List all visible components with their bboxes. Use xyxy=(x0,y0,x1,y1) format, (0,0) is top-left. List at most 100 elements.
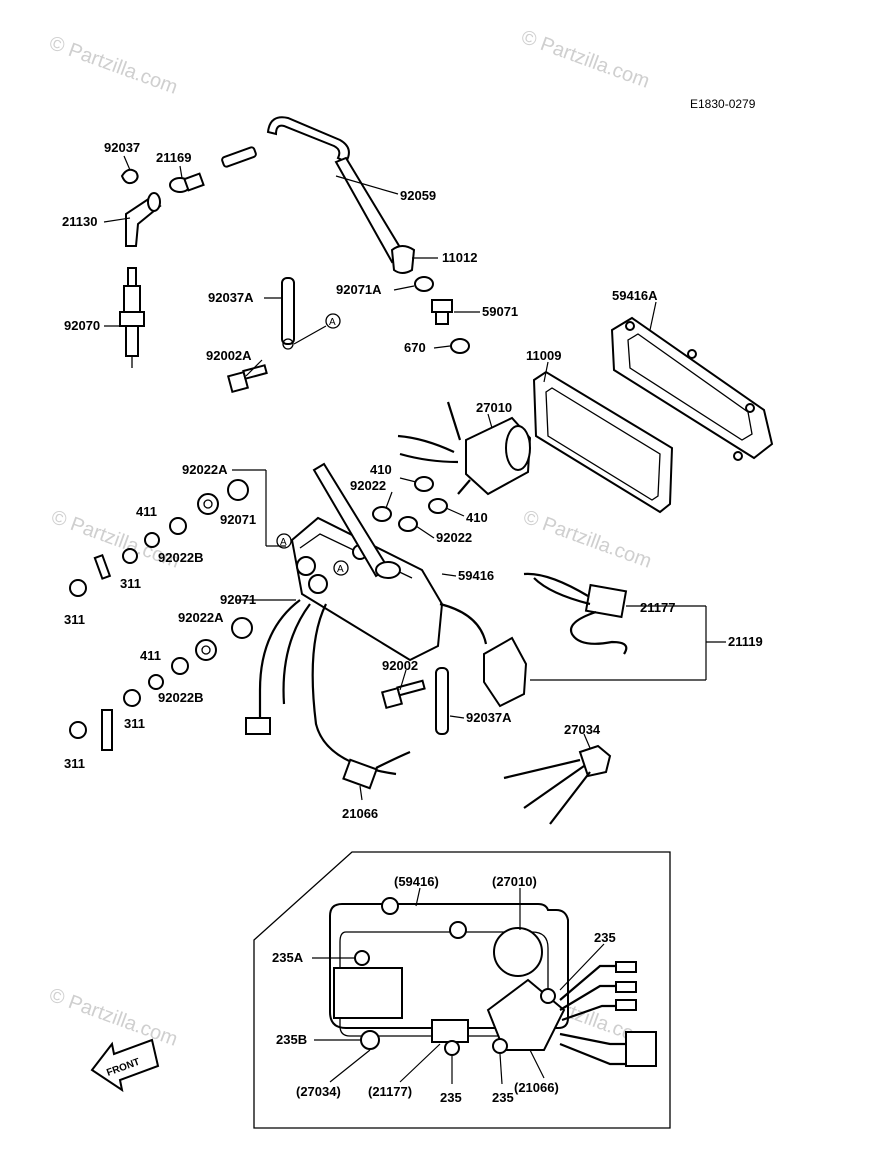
label-11012: 11012 xyxy=(442,250,477,265)
spark-plug-92070 xyxy=(119,267,145,368)
nut-92022A-mid xyxy=(195,639,217,661)
inset-label-21066: (21066) xyxy=(514,1080,559,1095)
bracket-92037A-top xyxy=(281,277,295,350)
coil-21119 xyxy=(439,602,528,708)
label-92037A-top: 92037A xyxy=(208,290,254,305)
watermark-top-left: © Partzilla.com xyxy=(46,32,180,99)
label-311-a: 311 xyxy=(64,612,85,627)
label-92022A-top: 92022A xyxy=(182,462,228,477)
nut-92022A-top xyxy=(197,493,219,515)
part-labels: 92037 21169 21130 92059 11012 92071A 590… xyxy=(62,140,763,821)
label-92071A: 92071A xyxy=(336,282,382,297)
label-92037: 92037 xyxy=(104,140,140,155)
grommet-11012 xyxy=(390,245,416,274)
terminal-21169 xyxy=(169,172,205,193)
label-59416A: 59416A xyxy=(612,288,658,303)
washer-92022-top xyxy=(372,506,392,522)
callout-a-right: A xyxy=(333,560,349,576)
callout-a-left-letter: A xyxy=(280,537,287,548)
diagram-code: E1830-0279 xyxy=(690,97,756,111)
cover-59416A xyxy=(610,316,774,461)
grommet-92071-mid xyxy=(231,617,253,639)
label-59416: 59416 xyxy=(458,568,494,583)
harness-21066 xyxy=(245,599,411,790)
callout-a-left: A xyxy=(276,533,292,549)
bracket-92037A-bottom xyxy=(435,667,449,735)
plug-cap-21130 xyxy=(125,192,162,247)
label-92022B-mid: 92022B xyxy=(158,690,204,705)
bolt-92002 xyxy=(380,679,426,710)
label-92002: 92002 xyxy=(382,658,418,673)
fitting-59071 xyxy=(431,299,453,325)
inset-label-235B: 235B xyxy=(276,1032,307,1047)
callout-a-top: A xyxy=(325,313,341,329)
label-311-b: 311 xyxy=(120,576,141,591)
label-92071-top: 92071 xyxy=(220,512,256,527)
label-11009: 11009 xyxy=(526,348,561,363)
callout-a-top-letter: A xyxy=(329,317,336,328)
label-21130: 21130 xyxy=(62,214,97,229)
washer-410-mid xyxy=(428,498,448,514)
inset-label-21177: (21177) xyxy=(368,1084,412,1099)
ignition-box-59416 xyxy=(290,462,444,662)
label-27034: 27034 xyxy=(564,722,601,737)
inset-label-235-mid: 235 xyxy=(440,1090,462,1105)
label-21066: 21066 xyxy=(342,806,378,821)
terminal-311-d xyxy=(69,709,113,751)
washer-411-top xyxy=(144,532,160,548)
label-410-top: 410 xyxy=(370,462,392,477)
label-311-c: 311 xyxy=(124,716,145,731)
label-670: 670 xyxy=(404,340,426,355)
nut-311-c xyxy=(123,689,141,707)
label-92022-mid: 92022 xyxy=(436,530,472,545)
washer-92022B-top xyxy=(169,517,187,535)
inset-label-235A: 235A xyxy=(272,950,304,965)
solenoid-27010 xyxy=(397,401,532,496)
label-311-d: 311 xyxy=(64,756,85,771)
terminal-311-b xyxy=(93,548,138,580)
sensor-27034 xyxy=(503,744,612,825)
label-59071: 59071 xyxy=(482,304,518,319)
washer-92022-mid xyxy=(398,516,418,532)
label-92059: 92059 xyxy=(400,188,436,203)
seal-92071A xyxy=(414,276,434,292)
label-411-mid: 411 xyxy=(140,648,161,663)
watermark-bottom-left: © Partzilla.com xyxy=(46,984,180,1051)
washer-92022B-mid xyxy=(171,657,189,675)
label-21169: 21169 xyxy=(156,150,191,165)
washer-411-mid xyxy=(148,674,164,690)
label-410-mid: 410 xyxy=(466,510,488,525)
inset-label-59416: (59416) xyxy=(394,874,439,889)
label-92071-mid: 92071 xyxy=(220,592,256,607)
callout-a-right-letter: A xyxy=(337,564,344,575)
front-arrow: FRONT xyxy=(90,1038,160,1093)
label-92002A: 92002A xyxy=(206,348,252,363)
label-92022-top: 92022 xyxy=(350,478,386,493)
nut-311-a xyxy=(69,579,87,597)
o-ring-670 xyxy=(450,338,470,354)
module-21177 xyxy=(523,572,628,655)
label-21177: 21177 xyxy=(640,600,675,615)
label-92022A-mid: 92022A xyxy=(178,610,224,625)
label-27010: 27010 xyxy=(476,400,512,415)
inset-assembled-view xyxy=(253,851,671,1129)
bolt-92002A xyxy=(226,364,268,394)
label-92070: 92070 xyxy=(64,318,100,333)
inset-labels: (59416) (27010) 235 235A 235B (27034) (2… xyxy=(272,874,616,1105)
label-411-top: 411 xyxy=(136,504,157,519)
label-21119: 21119 xyxy=(728,634,763,649)
label-92022B-top: 92022B xyxy=(158,550,204,565)
inset-label-27034: (27034) xyxy=(296,1084,341,1099)
pin-connector xyxy=(221,146,257,168)
watermark-top-right: © Partzilla.com xyxy=(518,26,652,93)
inset-label-235-right: 235 xyxy=(492,1090,514,1105)
clip-92037 xyxy=(120,168,139,185)
watermark-mid-right: © Partzilla.com xyxy=(520,506,654,573)
inset-label-235-top: 235 xyxy=(594,930,616,945)
grommet-92071-top xyxy=(227,479,249,501)
leader-lines xyxy=(103,155,726,801)
inset-label-27010: (27010) xyxy=(492,874,537,889)
label-92037A-bottom: 92037A xyxy=(466,710,512,725)
